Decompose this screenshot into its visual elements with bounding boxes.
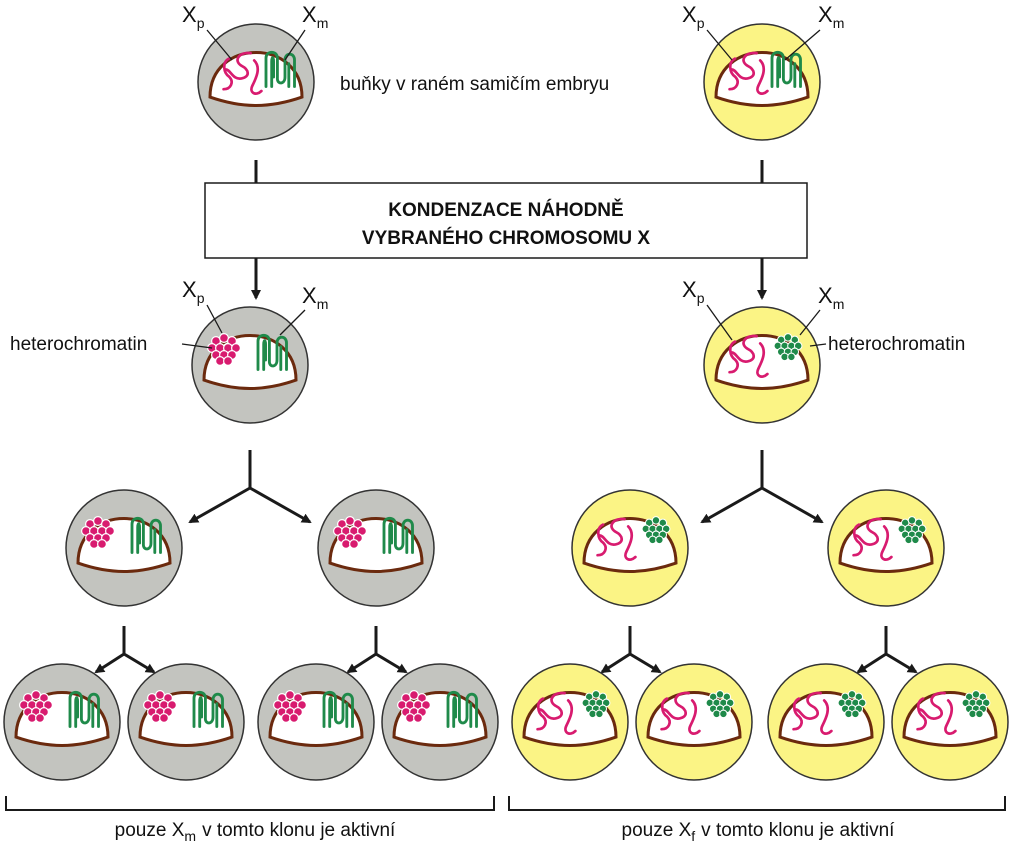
svg-text:Xp: Xp (682, 277, 705, 306)
svg-text:Xm: Xm (818, 2, 844, 31)
fork-yellow-gen2-right (761, 486, 824, 524)
heterochromatin-label-left: heterochromatin (10, 334, 213, 355)
label-xm-top-left: Xm (284, 2, 328, 61)
fork-gray-b-left (346, 652, 377, 674)
fork-yellow-a-left (600, 652, 631, 674)
cell-early-gray (197, 23, 315, 141)
cell-gen3-gray-4 (381, 663, 499, 781)
svg-text:Xm: Xm (818, 283, 844, 312)
label-xp-mid-right: Xp (682, 277, 733, 341)
fork-gray-a-left (94, 652, 125, 674)
svg-text:Xm: Xm (302, 283, 328, 312)
cell-gen2-yellow-2 (827, 489, 945, 607)
cell-gen2-yellow-1 (571, 489, 689, 607)
bracket-right (508, 796, 1006, 811)
fork-gray-gen2-left (188, 486, 251, 524)
box-text-line1: KONDENZACE NÁHODNĚ (388, 199, 623, 221)
cell-gen2-gray-1 (65, 489, 183, 607)
svg-text:heterochromatin: heterochromatin (828, 334, 965, 355)
label-xm-mid-left: Xm (279, 283, 328, 336)
label-xp-mid-left: Xp (182, 277, 223, 334)
bracket-left (5, 796, 495, 811)
svg-text:Xp: Xp (182, 2, 205, 31)
fork-gray-a-right (123, 652, 156, 674)
fork-gray-b-right (375, 652, 408, 674)
fork-yellow-b-left (856, 652, 887, 674)
cell-early-yellow (703, 23, 821, 141)
box-text-line2: VYBRANÉHO CHROMOSOMU X (362, 227, 651, 249)
cell-gen3-yellow-3 (767, 663, 885, 781)
fork-yellow-b-right (885, 652, 918, 674)
label-xm-top-right: Xm (784, 2, 844, 61)
svg-text:Xp: Xp (682, 2, 705, 31)
early-embryo-label: buňky v raném samičím embryu (340, 74, 609, 95)
cell-condensed-gray (191, 306, 309, 424)
svg-text:Xp: Xp (182, 277, 205, 306)
label-xp-top-left: Xp (182, 2, 233, 61)
heterochromatin-label-right: heterochromatin (809, 334, 965, 355)
cell-gen2-gray-2 (317, 489, 435, 607)
cell-gen3-gray-3 (257, 663, 375, 781)
svg-text:Xm: Xm (302, 2, 328, 31)
cells-layer (3, 23, 1009, 781)
lineage-arrows (94, 160, 918, 674)
svg-text:heterochromatin: heterochromatin (10, 334, 147, 355)
cell-condensed-yellow (703, 306, 821, 424)
cell-gen3-gray-1 (3, 663, 121, 781)
label-xp-top-right: Xp (682, 2, 733, 61)
fork-yellow-gen2-left (700, 486, 763, 524)
condensation-box: KONDENZACE NÁHODNĚ VYBRANÉHO CHROMOSOMU … (204, 182, 808, 259)
label-xm-mid-right: Xm (799, 283, 844, 336)
cell-gen3-gray-2 (127, 663, 245, 781)
cell-gen3-yellow-1 (511, 663, 629, 781)
cell-gen3-yellow-4 (891, 663, 1009, 781)
fork-yellow-a-right (629, 652, 662, 674)
cell-gen3-yellow-2 (635, 663, 753, 781)
fork-gray-gen2-right (249, 486, 312, 524)
